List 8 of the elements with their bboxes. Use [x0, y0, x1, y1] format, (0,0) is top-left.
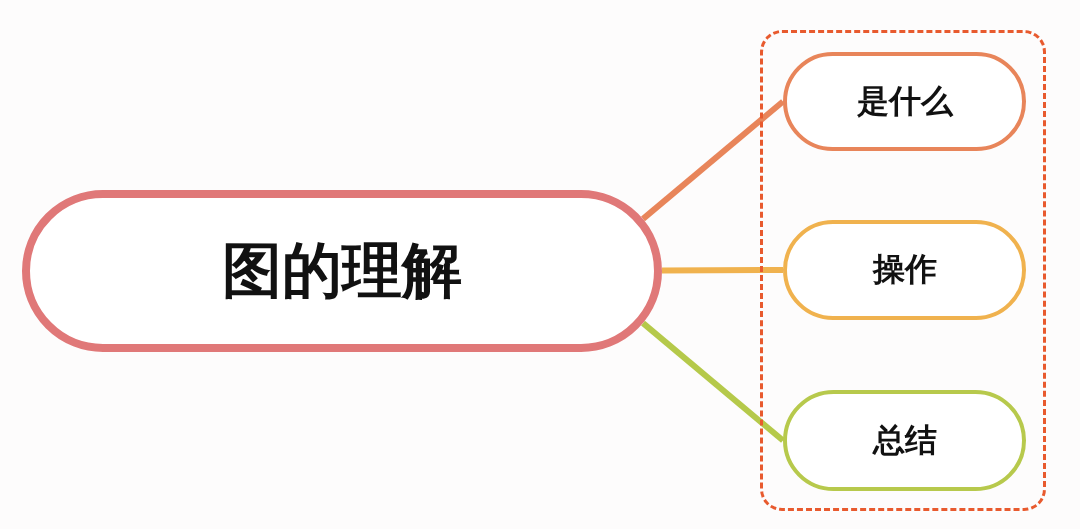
- branch-line: [641, 320, 785, 443]
- branch-line: [641, 99, 785, 222]
- subtopic-box: 总结: [783, 390, 1026, 491]
- group-frame: [760, 30, 1046, 511]
- central-topic-box: 图的理解: [22, 190, 662, 352]
- subtopic-box: 是什么: [783, 52, 1026, 151]
- subtopic-box: 操作: [783, 220, 1026, 320]
- branch-line: [662, 267, 783, 274]
